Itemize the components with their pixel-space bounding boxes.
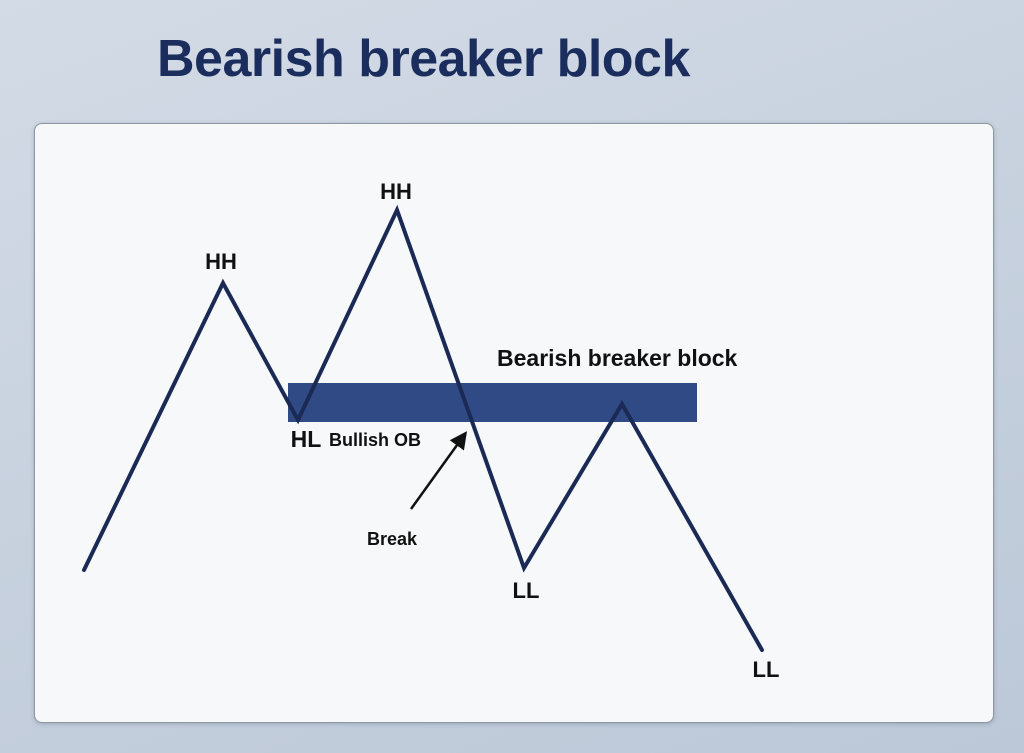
bearish-breaker-block-zone [288,383,697,422]
ll-label-first: LL [513,578,540,603]
price-path-line [82,204,764,652]
market-structure-diagram: HH HH HL Bullish OB Bearish breaker bloc… [82,179,780,682]
hh-label-second: HH [380,179,412,204]
page-title: Bearish breaker block [157,30,690,88]
diagram-card: HH HH HL Bullish OB Bearish breaker bloc… [34,123,994,723]
hl-label: HL [291,426,322,452]
bullish-ob-label: Bullish OB [329,430,421,450]
bearish-breaker-block-label: Bearish breaker block [497,345,738,371]
break-arrow [409,431,468,510]
ll-label-second: LL [753,657,780,682]
break-label: Break [367,529,418,549]
hh-label-first: HH [205,249,237,274]
